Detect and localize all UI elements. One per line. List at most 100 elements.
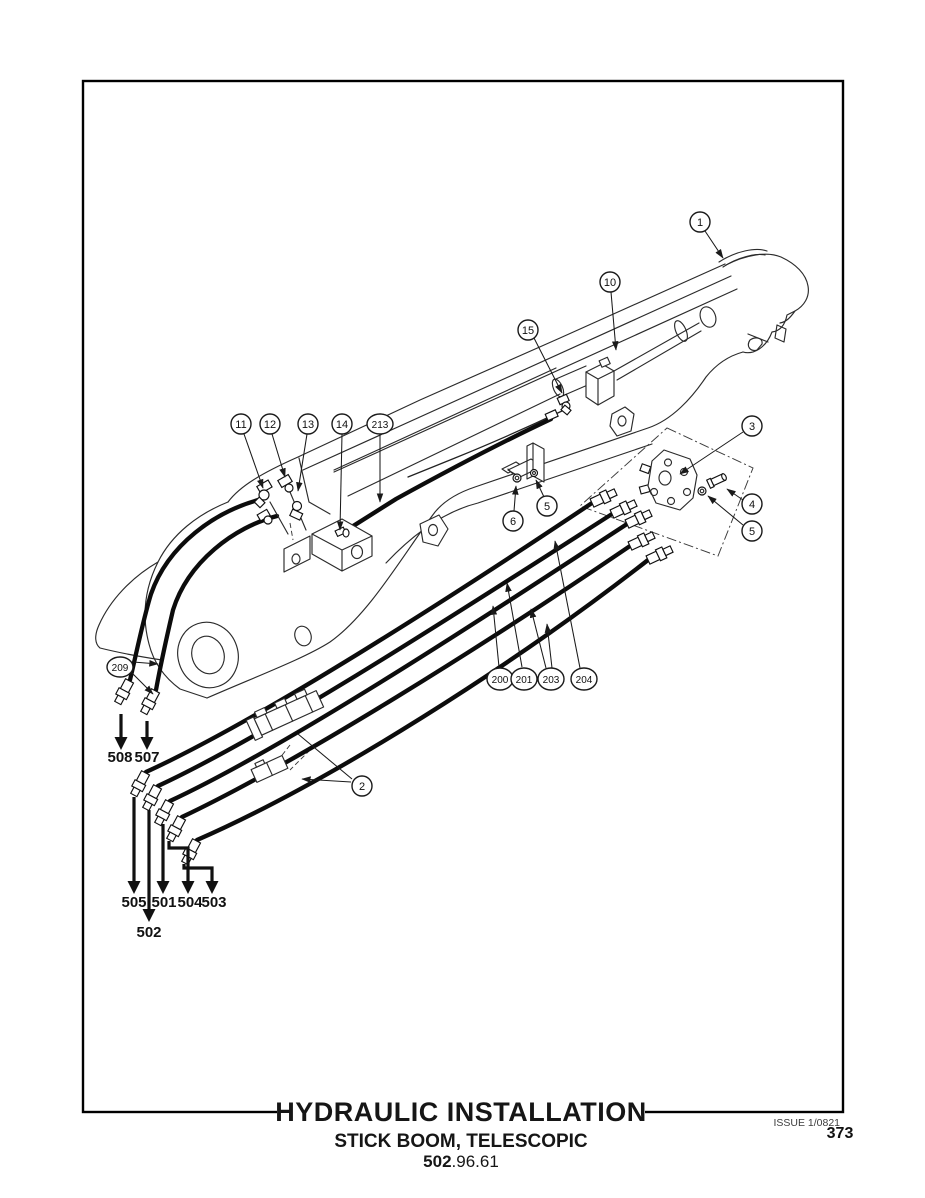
callout-203-label: 203 <box>543 675 560 686</box>
page-number: 373 <box>827 1125 854 1142</box>
fitting-200 <box>589 488 618 508</box>
leader-line <box>610 291 619 351</box>
base-hole <box>294 625 312 647</box>
fitting-505 <box>129 769 151 798</box>
hose-clamp-lower <box>250 754 289 783</box>
leader-line <box>296 433 308 492</box>
callout-209-label: 209 <box>112 663 129 674</box>
leader-line <box>704 230 724 259</box>
callout-13-label: 13 <box>302 419 314 431</box>
callout-5-right: 5 <box>707 495 763 542</box>
fitting-504 <box>165 814 187 843</box>
fitting-501 <box>153 798 175 827</box>
part-label-505: 505 <box>121 894 146 911</box>
cylinder-valve-block <box>253 473 373 573</box>
callout-14: 14 <box>331 413 353 531</box>
callout-5-label: 5 <box>544 501 550 513</box>
hose-501 <box>167 521 630 804</box>
leader-line <box>512 485 519 512</box>
part-arrow-503 <box>182 864 214 882</box>
hose-503 <box>194 557 651 843</box>
leader-line <box>297 733 353 780</box>
stick-boom-outline <box>95 248 809 699</box>
hose-213 <box>347 416 554 531</box>
callouts: 1 10 15 11 12 13 14 <box>106 211 763 797</box>
callout-12: 12 <box>259 413 286 478</box>
callout-2: 2 <box>297 733 373 797</box>
leader-line <box>535 479 545 498</box>
callout-3: 3 <box>679 415 763 475</box>
leader-line <box>679 431 744 475</box>
drawing-code: 502.96.61 <box>423 1152 499 1171</box>
callout-1-label: 1 <box>697 217 703 229</box>
leader-line <box>553 540 581 669</box>
callout-10-label: 10 <box>604 277 616 289</box>
drawing-subtitle: STICK BOOM, TELESCOPIC <box>334 1131 588 1152</box>
leader-line <box>505 582 523 668</box>
elbow-fittings <box>253 473 304 525</box>
callout-201: 201 <box>505 582 538 691</box>
manifold-plate <box>638 449 698 511</box>
drawing-code-section: 502 <box>423 1152 451 1171</box>
part-label-507: 507 <box>134 749 159 766</box>
callout-213: 213 <box>366 413 394 503</box>
part-label-508: 508 <box>107 749 132 766</box>
leader-line <box>130 671 154 695</box>
callout-209: 209 <box>106 656 159 695</box>
drawing-code-page: .96.61 <box>452 1152 499 1171</box>
issue-label: ISSUE 1/0821 <box>773 1117 840 1129</box>
leader-line <box>490 605 500 668</box>
callout-213-label: 213 <box>372 420 389 431</box>
leader-line <box>707 495 744 526</box>
hoses <box>127 410 651 843</box>
drawing-title: HYDRAULIC INSTALLATION <box>275 1097 646 1127</box>
telescopic-cylinder <box>551 306 717 406</box>
leader-line <box>301 776 352 783</box>
cylinder-block <box>585 356 615 406</box>
fitting-213 <box>544 409 559 422</box>
callout-5-label: 5 <box>749 526 755 538</box>
part-label-503: 503 <box>201 894 226 911</box>
washer-5-middle <box>529 468 539 478</box>
leader-line <box>533 337 563 394</box>
assembly-line <box>289 522 294 541</box>
callout-204: 204 <box>553 540 598 691</box>
callout-1: 1 <box>689 211 724 259</box>
leader-line <box>132 660 159 667</box>
fitting-507 <box>139 687 161 716</box>
leader-line <box>726 488 744 501</box>
callout-203: 203 <box>529 608 565 691</box>
callout-15: 15 <box>517 319 563 394</box>
boom-head <box>718 248 809 354</box>
callout-12-label: 12 <box>264 419 276 431</box>
leader-line <box>271 433 286 478</box>
callout-6-label: 6 <box>510 516 516 528</box>
callout-4-label: 4 <box>749 499 755 511</box>
alignment-box <box>579 427 754 557</box>
rod-eye <box>699 306 717 328</box>
part-label-502: 502 <box>136 924 161 941</box>
callout-13: 13 <box>296 413 319 492</box>
fitting-203b <box>627 531 656 551</box>
hose-502 <box>155 511 615 789</box>
hose-507 <box>153 513 280 693</box>
fitting-203a <box>624 509 653 529</box>
callout-204-label: 204 <box>576 675 593 686</box>
pivot-boss <box>177 621 239 689</box>
bolt-6 <box>507 468 522 483</box>
callout-2-label: 2 <box>359 781 365 793</box>
part-arrow-504 <box>167 841 190 882</box>
callout-10: 10 <box>599 271 621 351</box>
clamp-assembly-line-2 <box>289 749 311 771</box>
callout-14-label: 14 <box>336 419 348 431</box>
title-mask <box>277 1099 645 1126</box>
hose-504 <box>179 543 633 820</box>
callout-4: 4 <box>726 488 763 515</box>
hose-label-arrows: 508 507 505 501 504 503 502 <box>107 714 227 941</box>
callout-15-label: 15 <box>522 325 534 337</box>
title-block: HYDRAULIC INSTALLATION STICK BOOM, TELES… <box>275 1097 853 1171</box>
leader-line <box>544 623 553 669</box>
callout-3-label: 3 <box>749 421 755 433</box>
